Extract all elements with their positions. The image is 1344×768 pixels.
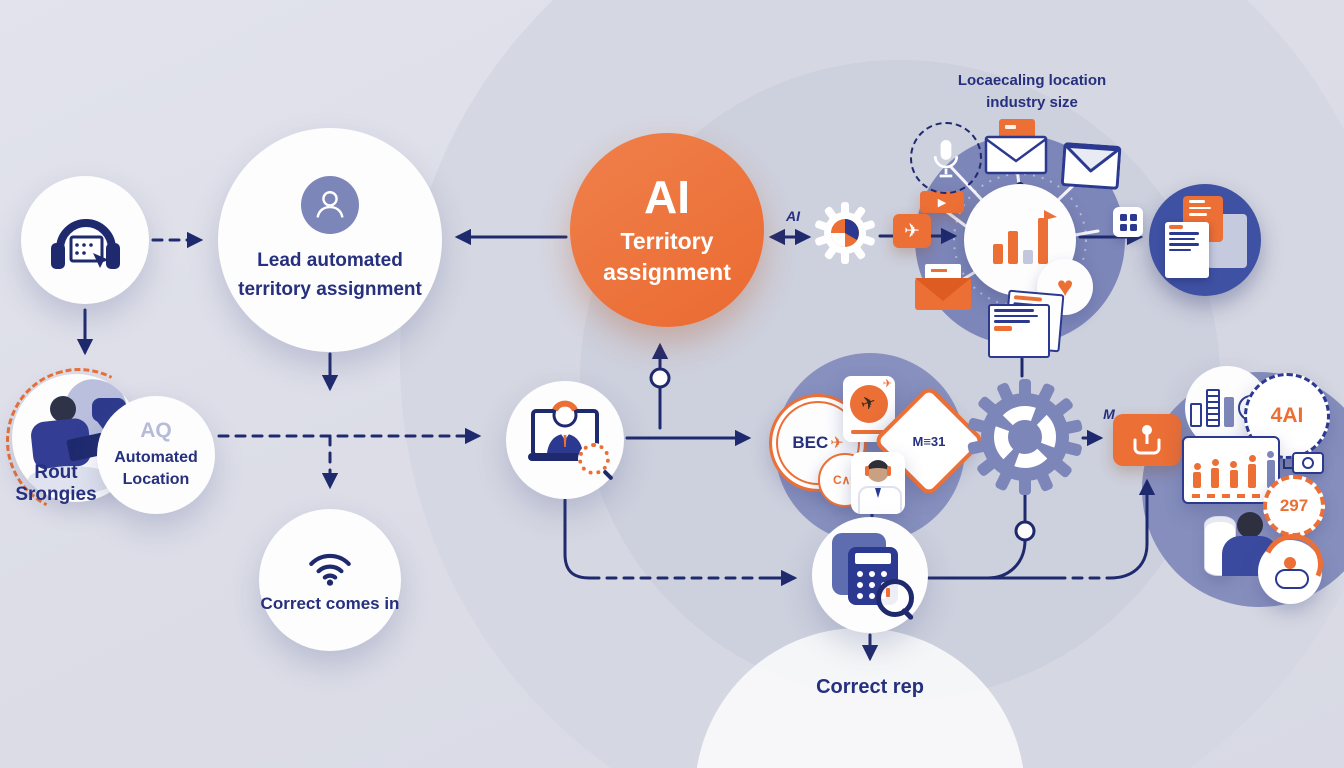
mini-plane-icon: ✈ [882,378,892,390]
location-label-line1: Locaecaling location [957,72,1107,89]
app-grid-card-node [1113,207,1143,237]
flag-icon [1043,210,1057,220]
laptop-person-node [506,381,624,499]
bar-4 [1037,210,1057,264]
location-pin-tray-icon [1133,425,1161,455]
people-panel-node [1182,436,1280,504]
correct-comes-in-label: Correct comes in [260,594,400,613]
magnifier-icon [876,579,914,617]
envelope-orange-node [915,264,971,312]
person-avatar-icon [301,175,359,234]
aq-badge: AQ [140,418,172,442]
lead-label-line1: Lead automated [257,249,403,271]
magnifier-handle [602,469,614,481]
badge-297-label: 297 [1279,496,1309,515]
envelope-open-card-icon [984,119,1048,175]
four-ai-label: 4AI [1270,404,1304,427]
lead-territory-node: Lead automated territory assignment [218,128,442,352]
documents-node [988,289,1066,358]
grid-icon [1120,214,1127,221]
panel-ticks [1192,494,1268,498]
location-label-line2: industry size [986,93,1078,111]
plane-tile: ✈ [893,214,931,248]
right-documents-node [1149,184,1261,296]
ai-line1: Territory [620,228,714,254]
headphones-node [21,176,149,304]
correct-rep-label: Correct rep [816,676,924,698]
bar-2 [1007,231,1018,264]
play-icon: ▶ [937,196,947,209]
envelope-orange-icon [915,264,971,310]
plane-circle-icon: ✈ [850,384,888,423]
ai-territory-node: AI Territory assignment [570,133,764,327]
calculator-search-icon [812,517,928,633]
document-front [988,304,1050,358]
play-tile: ▶ [920,191,964,213]
person-head [1237,512,1263,538]
rout-srongies-label: Rout Srongies [15,462,97,505]
people-bar-chart-icon [1190,451,1278,488]
plane-card-plane-icon: ✈ [858,391,880,416]
gear-ring-icon [967,379,1083,495]
pin-tile-node [1113,414,1181,466]
bar-3 [1022,250,1033,264]
envelope-card-node [984,117,1048,175]
plane-icon: ✈ [904,220,920,242]
ai-title: AI [644,171,690,223]
headphones-form-icon [51,219,120,269]
automated-line2: Location [122,471,190,488]
person-laptop-chat-icon [12,374,140,502]
automated-line1: Automated [114,448,198,466]
calculator-node [812,517,928,633]
ai-line2: assignment [603,259,731,285]
report-columns-icon [1190,389,1234,427]
gear-pie-chart-icon [815,202,875,264]
automated-location-node: AQ Automated Location [97,396,215,514]
m-arrow-label: M [1103,406,1115,422]
diamond-label: M≡31 [912,433,946,449]
four-ai-node: 4AI [1244,373,1330,459]
gear-pie-node [814,202,876,264]
camera-lens-icon [1302,457,1314,469]
badge-297-node: 297 [1263,475,1325,537]
plane-card-node: ✈ ✈ [843,376,895,442]
microphone-icon [933,140,959,178]
correct-comes-in-node: Correct comes in [259,509,401,651]
envelope-closed-icon [1060,142,1122,190]
support-agent-icon [851,452,905,514]
bar-1 [992,244,1003,264]
ai-arrow-label: AI [786,208,800,224]
documents-orange-card-icon [1149,184,1261,296]
plane-card-line [851,429,887,434]
microphone-node [910,122,982,194]
person-sync-node [1254,525,1332,604]
bec-plane-icon: ✈ [830,435,844,452]
wifi-icon [309,553,351,586]
agent-card-node [851,452,905,514]
lead-label-line2: territory assignment [238,279,422,300]
bar-chart-flag-icon [992,210,1057,264]
bec-label: BEC [792,433,829,452]
camera-node [1292,452,1324,474]
person-sync-icon [1273,557,1309,589]
video-call-person-icon [526,399,614,481]
envelope-white-node [1060,142,1122,192]
location-industry-label: Locaecaling location industry size [927,70,1137,114]
big-gear-node [967,379,1083,495]
rout-srongies-node: Rout Srongies [0,349,171,533]
